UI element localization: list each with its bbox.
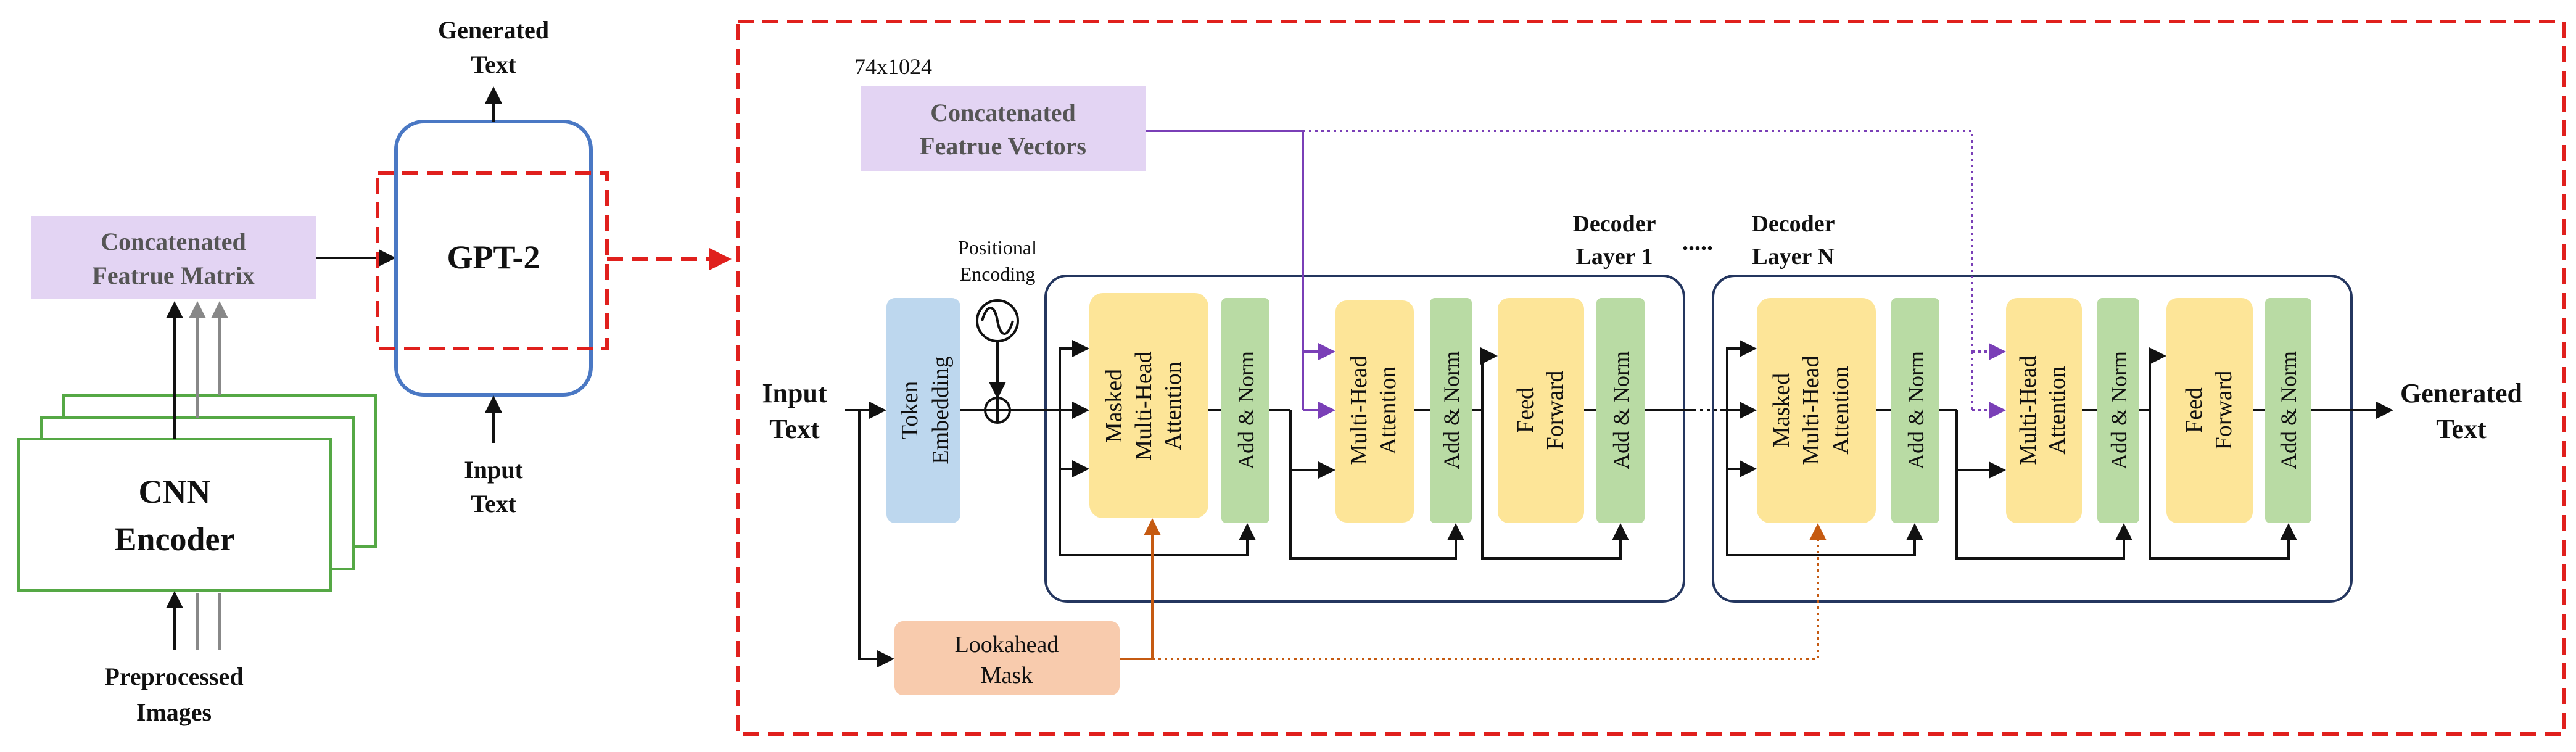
decoder-layer-1-label: Decoder xyxy=(1572,211,1656,237)
generated-text-label: Generated xyxy=(438,16,549,44)
token-embedding-label-2: Embedding xyxy=(928,356,954,464)
l1-masked-attention-label-2: Multi-Head xyxy=(1131,351,1157,460)
ln-feed-forward-label-2: Forward xyxy=(2211,371,2237,450)
layer-ellipsis: ..... xyxy=(1682,228,1713,255)
l1-residual-2 xyxy=(1289,410,1464,560)
feature-matrix-label-2: Featrue Matrix xyxy=(92,262,254,289)
l1-add-norm-3-box xyxy=(1596,298,1645,523)
input-text-label-2: Text xyxy=(471,490,517,518)
l1-add-norm-2-label: Add & Norm xyxy=(1439,351,1464,469)
lookahead-mask-label-2: Mask xyxy=(981,663,1033,688)
cnn-encoder-label: CNN xyxy=(139,473,211,510)
l1-multi-head-attention-label-2: Attention xyxy=(1375,366,1401,455)
input-text-detail-label: Input xyxy=(762,378,827,408)
ln-multi-head-attention-label: Multi-Head xyxy=(2015,355,2041,465)
decoder-layer-1-label-2: Layer 1 xyxy=(1576,244,1653,270)
lookahead-mask-label: Lookahead xyxy=(955,632,1059,658)
l1-add-norm-1-label: Add & Norm xyxy=(1234,351,1258,469)
vectors-to-ln-mha-line xyxy=(1303,130,1973,352)
l1-feed-forward-label-2: Forward xyxy=(1542,371,1568,450)
ln-residual-3 xyxy=(2149,410,2297,560)
generated-text-detail-label: Generated xyxy=(2400,378,2522,408)
ln-add-norm-3-box xyxy=(2265,298,2311,523)
ln-residual-1 xyxy=(1726,410,1923,556)
token-embedding-label: Token xyxy=(897,381,923,439)
lookahead-mask-box xyxy=(894,621,1120,695)
l1-mha-input xyxy=(1289,410,1335,479)
ln-mha-input xyxy=(1955,410,2006,479)
feature-matrix-box xyxy=(31,216,316,299)
l1-feed-forward-box xyxy=(1498,298,1584,523)
decoder-layer-n-label-2: Layer N xyxy=(1752,244,1834,270)
l1-multi-head-attention-label: Multi-Head xyxy=(1346,355,1372,465)
l1-feed-forward-label: Feed xyxy=(1513,387,1538,433)
l1-ff-input xyxy=(1480,347,1498,410)
l1-masked-attention-box xyxy=(1089,293,1208,518)
ln-add-norm-3-label: Add & Norm xyxy=(2276,351,2301,469)
ln-multi-head-attention-label-2: Attention xyxy=(2044,366,2070,455)
ln-feed-forward-box xyxy=(2166,298,2253,523)
ln-feed-forward-label: Feed xyxy=(2181,387,2207,433)
l1-masked-input-v xyxy=(1059,410,1089,477)
preprocessed-images-label-2: Images xyxy=(136,698,212,726)
token-embedding-box xyxy=(886,298,960,523)
gpt2-highlight xyxy=(376,171,609,350)
feature-matrix-label: Concatenated xyxy=(101,228,246,255)
generated-text-detail-label-2: Text xyxy=(2436,414,2487,444)
generated-text-label-2: Text xyxy=(471,51,517,78)
mask-to-ln-attention xyxy=(1152,523,1827,660)
cnn-encoder-label-2: Encoder xyxy=(115,521,235,558)
cnn-encoder-box xyxy=(17,438,332,592)
sine-wave-icon xyxy=(981,307,1014,335)
decoder-layer-n xyxy=(1712,275,2353,603)
l1-masked-attention-label: Masked xyxy=(1101,369,1127,443)
feature-vectors-label: Concatenated xyxy=(930,99,1076,126)
mask-to-l1-attention xyxy=(1120,518,1161,660)
input-text-detail-label-2: Text xyxy=(769,414,820,444)
ln-masked-attention-label: Masked xyxy=(1769,373,1794,447)
ln-add-norm-1-label: Add & Norm xyxy=(1904,351,1928,469)
ln-add-norm-1-box xyxy=(1891,298,1939,523)
ln-masked-attention-label-2: Multi-Head xyxy=(1798,355,1824,465)
preprocessed-images-label: Preprocessed xyxy=(104,663,243,690)
feature-vectors-box xyxy=(861,86,1146,171)
decoder-layer-1 xyxy=(1044,275,1685,603)
positional-encoding-label-2: Encoding xyxy=(960,263,1036,285)
ln-masked-input-q xyxy=(1726,340,1757,410)
positional-encoding-label: Positional xyxy=(958,236,1037,258)
ln-ff-input xyxy=(2149,347,2166,410)
l1-multi-head-attention-box xyxy=(1335,300,1414,523)
ln-residual-2 xyxy=(1955,410,2132,560)
ln-add-norm-2-label: Add & Norm xyxy=(2107,351,2131,469)
ln-masked-input-v xyxy=(1726,410,1757,477)
l1-masked-attention-label-3: Attention xyxy=(1160,362,1186,450)
ln-multi-head-attention-box xyxy=(2006,298,2082,523)
l1-add-norm-2-box xyxy=(1430,298,1472,523)
ln-masked-attention-label-3: Attention xyxy=(1828,366,1854,455)
input-text-label: Input xyxy=(464,456,523,484)
dimension-label: 74x1024 xyxy=(854,54,932,79)
ln-masked-attention-box xyxy=(1757,298,1876,523)
l1-residual-3 xyxy=(1481,410,1629,560)
detail-frame xyxy=(736,20,2566,736)
input-to-mask-line xyxy=(858,410,894,667)
ln-add-norm-2-box xyxy=(2097,298,2139,523)
decoder-layer-n-label: Decoder xyxy=(1751,211,1835,237)
l1-masked-input-q xyxy=(1059,340,1089,410)
l1-add-norm-1-box xyxy=(1221,298,1269,523)
l1-add-norm-3-label: Add & Norm xyxy=(1609,351,1633,469)
gpt2-label: GPT-2 xyxy=(447,239,540,276)
feature-vectors-label-2: Featrue Vectors xyxy=(920,132,1086,160)
